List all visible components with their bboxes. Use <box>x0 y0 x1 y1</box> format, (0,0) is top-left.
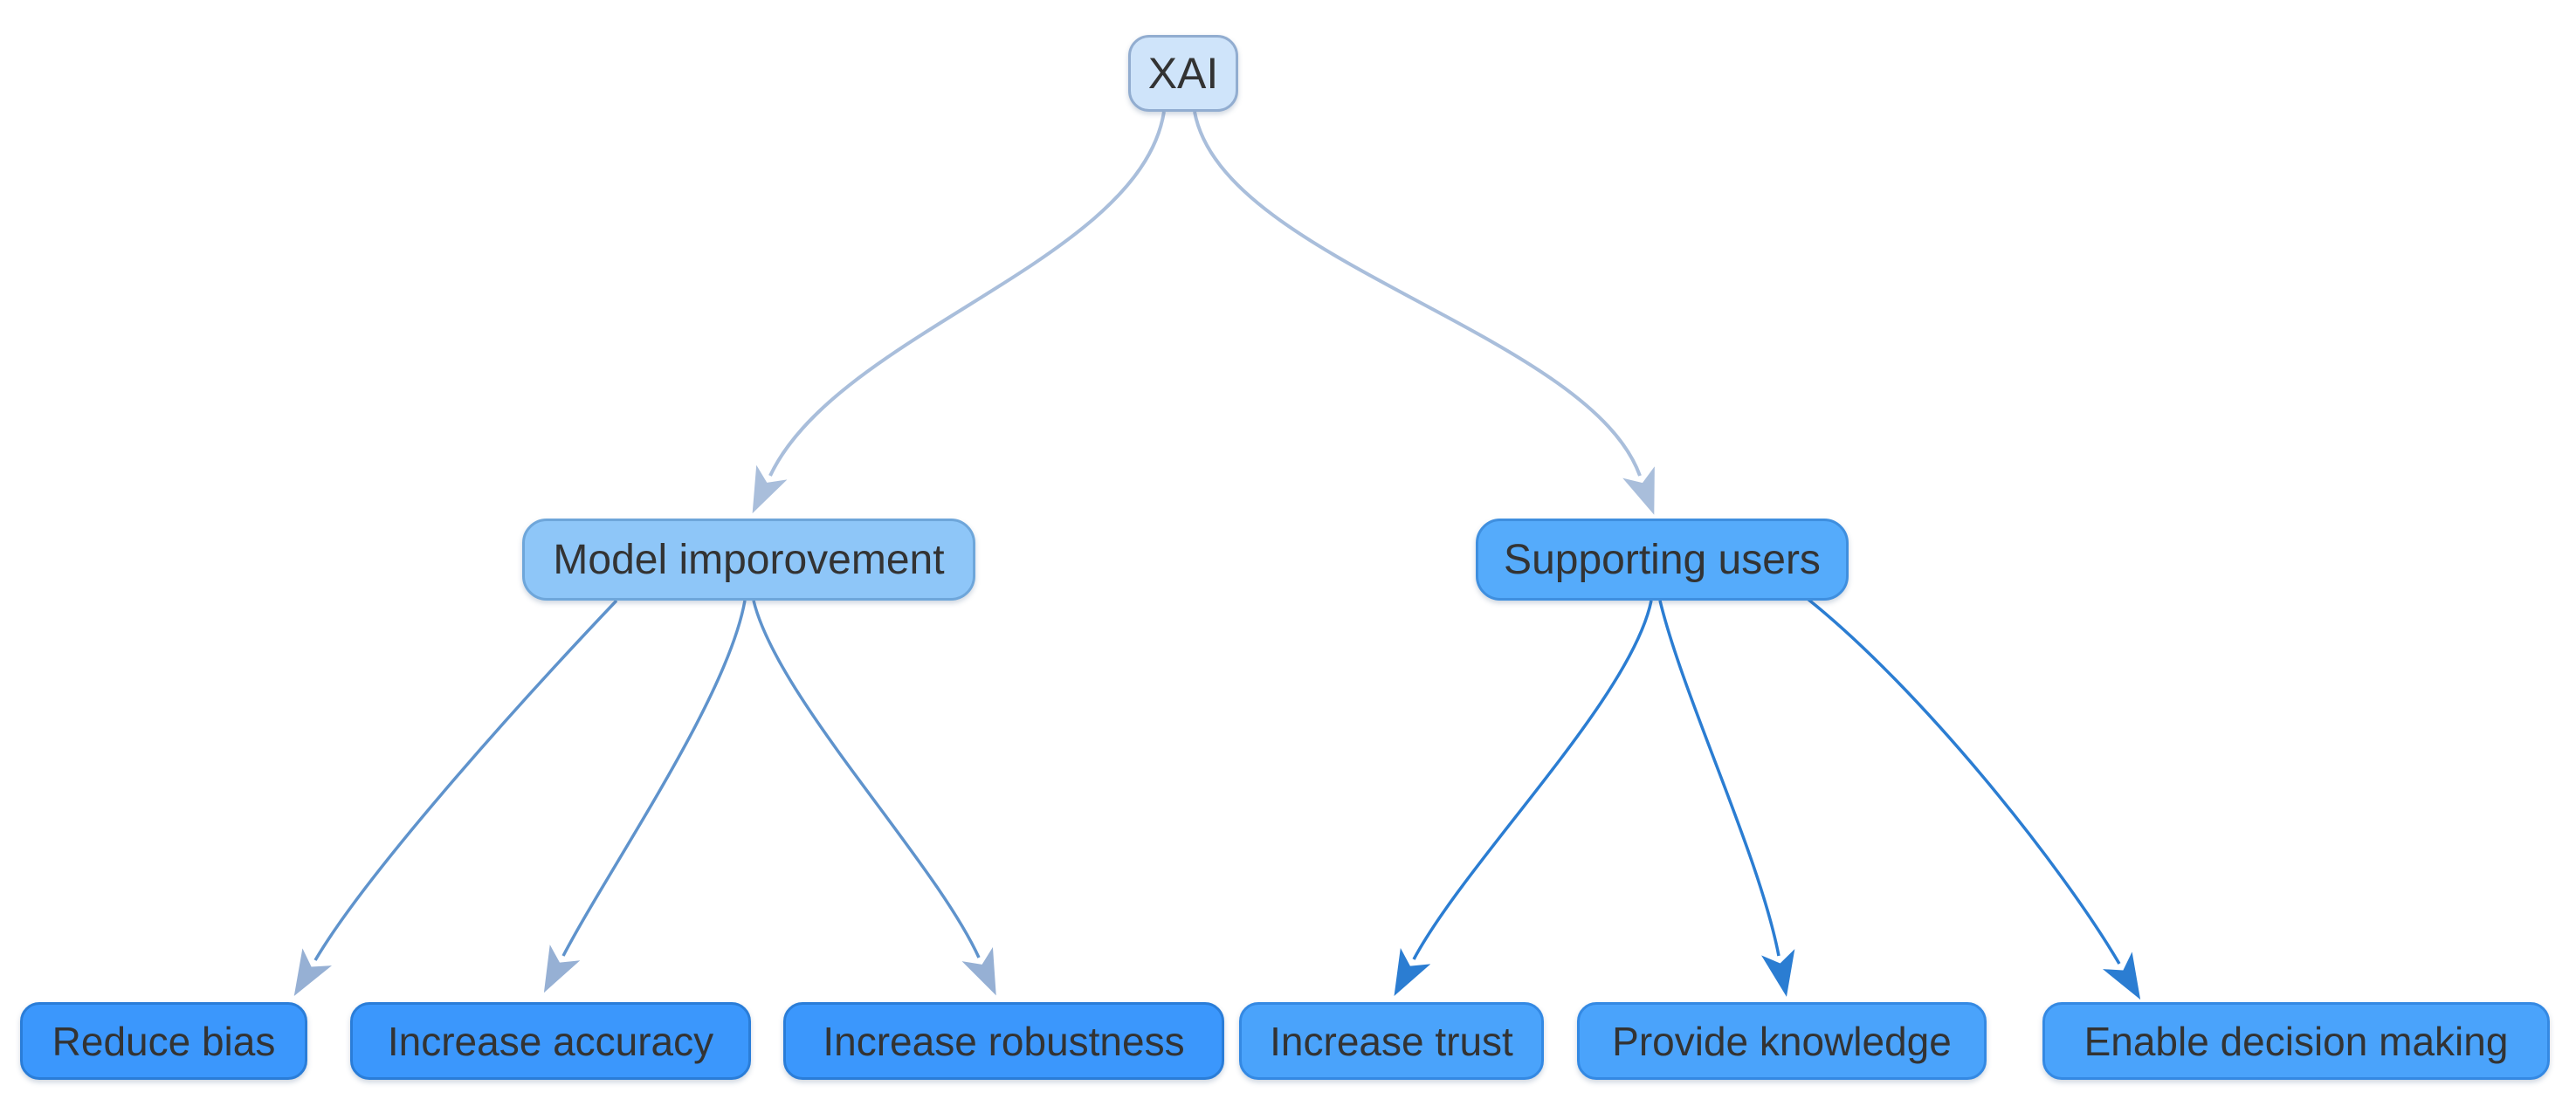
edge-supporting-to-increase-trust <box>1394 600 1653 997</box>
node-increase-robustness-label: Increase robustness <box>823 1018 1185 1064</box>
node-increase-accuracy: Increase accuracy <box>350 1002 751 1080</box>
node-enable-decision-making-label: Enable decision making <box>2084 1018 2509 1064</box>
node-reduce-bias: Reduce bias <box>20 1002 307 1080</box>
node-enable-decision-making: Enable decision making <box>2042 1002 2550 1080</box>
edge-supporting-to-enable-decision-making <box>1806 597 2141 1000</box>
node-provide-knowledge-label: Provide knowledge <box>1612 1018 1952 1064</box>
edge-model-to-reduce-bias <box>293 599 618 997</box>
node-increase-robustness: Increase robustness <box>783 1002 1224 1080</box>
edge-xai-to-model-improvement <box>752 111 1166 514</box>
edge-model-to-increase-robustness <box>752 600 996 996</box>
node-supporting-users: Supporting users <box>1476 519 1849 601</box>
edge-model-to-increase-accuracy <box>543 600 747 993</box>
edge-xai-to-supporting-users <box>1193 111 1655 515</box>
node-reduce-bias-label: Reduce bias <box>52 1018 276 1064</box>
node-provide-knowledge: Provide knowledge <box>1577 1002 1987 1080</box>
edge-supporting-to-provide-knowledge <box>1658 600 1795 997</box>
node-supporting-users-label: Supporting users <box>1504 536 1821 583</box>
node-xai-label: XAI <box>1147 49 1219 98</box>
node-model-improvement: Model imporovement <box>522 519 975 601</box>
node-increase-trust: Increase trust <box>1239 1002 1544 1080</box>
node-increase-trust-label: Increase trust <box>1270 1018 1513 1064</box>
node-xai: XAI <box>1128 35 1238 112</box>
node-increase-accuracy-label: Increase accuracy <box>387 1018 714 1064</box>
node-model-improvement-label: Model imporovement <box>553 536 945 583</box>
